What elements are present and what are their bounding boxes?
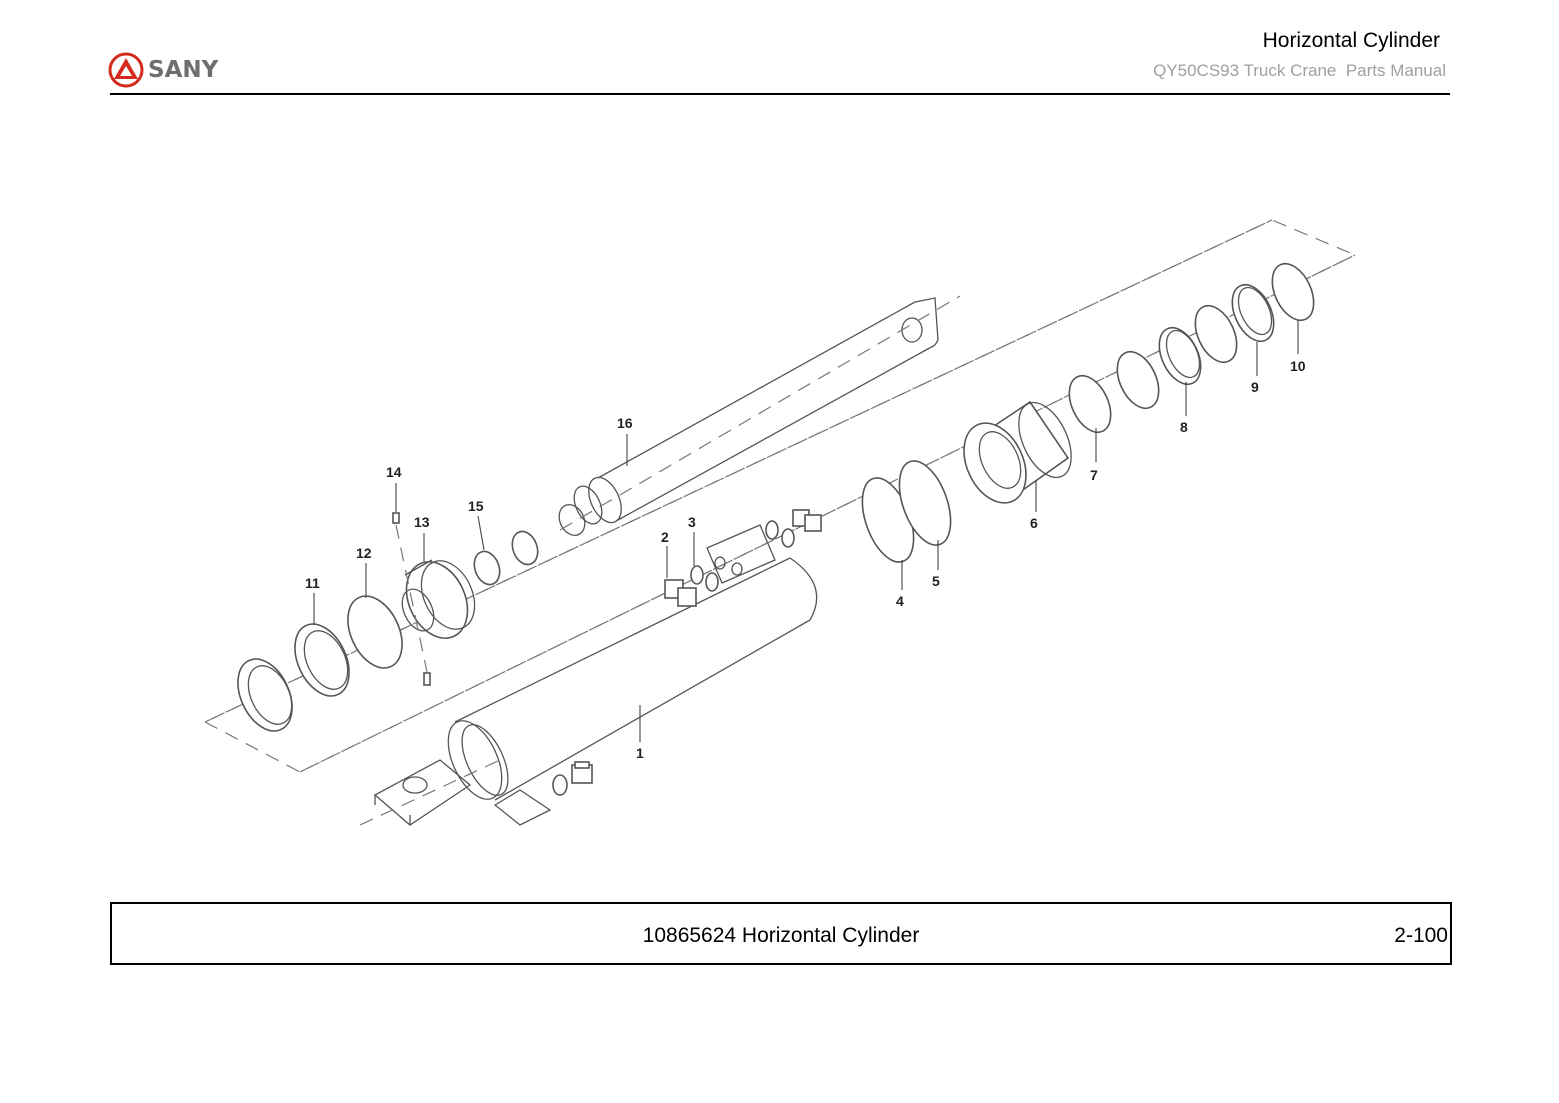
- part-piston-rod: [558, 295, 961, 537]
- callout-leader-lines: [313, 320, 1299, 742]
- part-cylinder-tube: [359, 557, 818, 826]
- part-rod-seals: [473, 530, 539, 586]
- callout-7: 7: [1090, 467, 1098, 483]
- callout-4: 4: [896, 593, 904, 609]
- sany-logo-icon: [108, 52, 144, 88]
- callout-16: 16: [617, 415, 633, 431]
- callout-12: 12: [356, 545, 372, 561]
- diagram-caption: 10865624 Horizontal Cylinder: [642, 924, 920, 947]
- callout-6: 6: [1030, 515, 1038, 531]
- callout-10: 10: [1290, 358, 1306, 374]
- part-guide-head: [963, 400, 1072, 504]
- callout-1: 1: [636, 745, 644, 761]
- callout-2: 2: [661, 529, 669, 545]
- page-title: Horizontal Cylinder: [1262, 29, 1440, 52]
- brand-name: SANY: [148, 57, 219, 83]
- caption-box: 10865624 Horizontal Cylinder 2-100: [110, 902, 1452, 965]
- part-o-rings: [861, 460, 952, 563]
- sany-logo: SANY: [108, 52, 218, 88]
- part-head-seals: [1068, 262, 1315, 434]
- manual-subtitle: QY50CS93 Truck Crane Parts Manual: [1153, 61, 1446, 80]
- callout-3: 3: [688, 514, 696, 530]
- callout-5: 5: [932, 573, 940, 589]
- callout-15: 15: [468, 498, 484, 514]
- header-divider: [110, 93, 1450, 95]
- callout-13: 13: [414, 514, 430, 530]
- part-port-fittings: [664, 509, 822, 607]
- assembly-envelope: [204, 219, 1357, 773]
- callout-labels: 1 2 3 4 5 6 7 8 9 10 11 12 13 14 15 16: [305, 358, 1306, 761]
- part-grease-nipples: [392, 512, 431, 686]
- callout-11: 11: [305, 575, 320, 591]
- part-piston-rings: [237, 595, 403, 732]
- tube-port-fittings: [552, 761, 593, 796]
- part-piston: [401, 559, 476, 639]
- callout-14: 14: [386, 464, 402, 480]
- callout-9: 9: [1251, 379, 1259, 395]
- page-number: 2-100: [1394, 924, 1448, 947]
- callout-8: 8: [1180, 419, 1188, 435]
